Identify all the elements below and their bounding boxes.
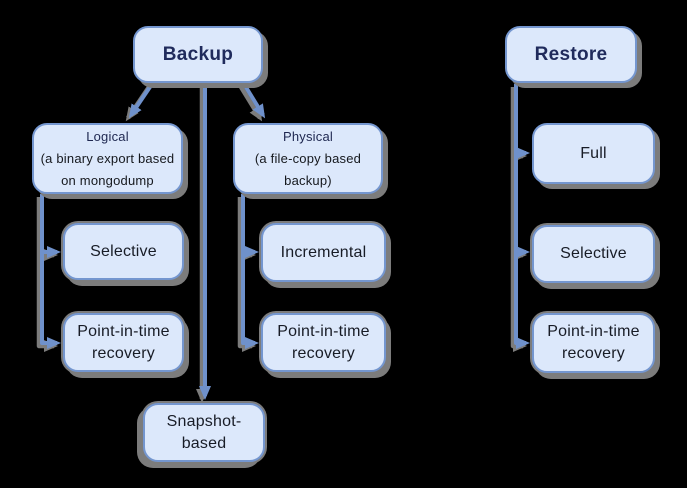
node-full-label: Full (580, 144, 607, 162)
node-logical: Logical (a binary export based on mongod… (32, 123, 183, 194)
node-full: Full (532, 123, 655, 184)
node-backup: Backup (133, 26, 263, 83)
node-point-in-time-restore: Point-in-time recovery (532, 313, 655, 373)
node-point-in-time-logical-label: Point-in-time recovery (77, 322, 170, 362)
node-snapshot-based: Snapshot- based (143, 403, 265, 462)
node-selective-logical: Selective (63, 223, 184, 280)
node-point-in-time-restore-label: Point-in-time recovery (547, 323, 640, 362)
connector-physical-pit (241, 194, 259, 349)
node-snapshot-based-label: Snapshot- based (166, 412, 242, 452)
node-physical-title: Physical (282, 128, 333, 144)
node-logical-title: Logical (86, 128, 129, 144)
node-restore: Restore (505, 26, 637, 83)
connector-logical-pit (40, 194, 61, 349)
node-logical-desc-line2: on mongodump (61, 172, 154, 188)
node-physical-desc-line2: backup) (284, 172, 332, 188)
node-selective-logical-label: Selective (90, 242, 157, 260)
node-physical: Physical (a file-copy based backup) (233, 123, 383, 194)
connector-backup-physical (242, 82, 266, 119)
node-logical-desc-line1: (a binary export based (40, 150, 175, 166)
connector-backup-logical (128, 82, 154, 119)
node-incremental-label: Incremental (280, 243, 367, 261)
node-selective-restore: Selective (532, 225, 655, 283)
node-point-in-time-logical: Point-in-time recovery (63, 313, 184, 372)
node-backup-label: Backup (162, 43, 234, 65)
node-incremental: Incremental (261, 223, 386, 282)
node-point-in-time-physical-label: Point-in-time recovery (277, 322, 370, 362)
node-point-in-time-physical: Point-in-time recovery (261, 313, 386, 372)
node-selective-restore-label: Selective (560, 245, 627, 262)
node-physical-desc-line1: (a file-copy based (254, 150, 362, 166)
connector-restore-pit (514, 84, 530, 349)
node-restore-label: Restore (534, 43, 608, 65)
